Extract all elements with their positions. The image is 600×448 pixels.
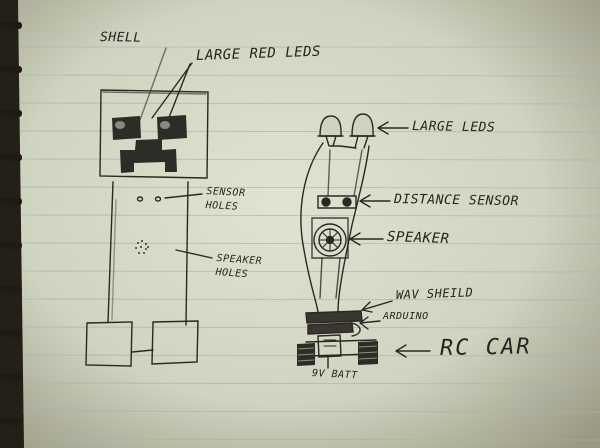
- paper-sheet: [18, 0, 600, 448]
- creeper-left-eye: [112, 116, 141, 140]
- shell-body-right-edge: [185, 181, 189, 326]
- leader-line-red-leds-1: [151, 62, 193, 119]
- shell-body-left-edge: [107, 181, 114, 323]
- wire-right: [337, 145, 370, 313]
- internals-sketch: [300, 113, 431, 369]
- arrow-rc-car: [395, 344, 431, 358]
- label-sensor-holes: SENSOR HOLES: [205, 186, 246, 213]
- label-rc-car: RC CAR: [439, 334, 532, 361]
- large-led-left: [319, 115, 342, 137]
- creeper-mouth: [120, 139, 177, 173]
- distance-sensor: [317, 195, 357, 209]
- arduino-board: [307, 322, 354, 335]
- arrow-large-leds: [377, 121, 409, 135]
- wire-left: [300, 142, 324, 313]
- arrow-wav-shield: [361, 300, 393, 313]
- arrow-distance-sensor: [359, 194, 391, 208]
- shell-head-box: [99, 89, 209, 179]
- label-large-leds: LARGE LEDS: [411, 119, 496, 136]
- label-battery: 9V BATT: [311, 368, 358, 382]
- battery-9v: [317, 334, 342, 358]
- label-wav-shield: WAV SHEILD: [395, 285, 474, 302]
- label-distance-sensor: DISTANCE SENSOR: [393, 192, 520, 210]
- leader-line-red-leds-2: [167, 63, 191, 121]
- shell-left-foot: [85, 321, 133, 367]
- speaker-hole-dots: [135, 240, 149, 254]
- arrow-speaker: [349, 232, 384, 246]
- shell-sketch: [85, 47, 213, 367]
- speaker: [313, 223, 347, 257]
- arrow-arduino: [359, 316, 381, 330]
- wav-shield-board: [305, 310, 363, 324]
- arrow-speaker-holes: [175, 249, 213, 259]
- binding-holes: [0, 22, 22, 425]
- label-speaker-holes: SPEAKER HOLES: [215, 253, 263, 281]
- rc-car-chassis: [305, 339, 377, 343]
- sensor-hole-right: [154, 196, 162, 202]
- label-speaker: SPEAKER: [386, 229, 450, 248]
- large-led-right: [351, 113, 374, 137]
- label-shell: SHELL: [99, 30, 142, 46]
- arrow-sensor-holes: [164, 193, 203, 199]
- label-arduino: ARDUINO: [383, 311, 429, 322]
- sensor-hole-left: [136, 196, 144, 202]
